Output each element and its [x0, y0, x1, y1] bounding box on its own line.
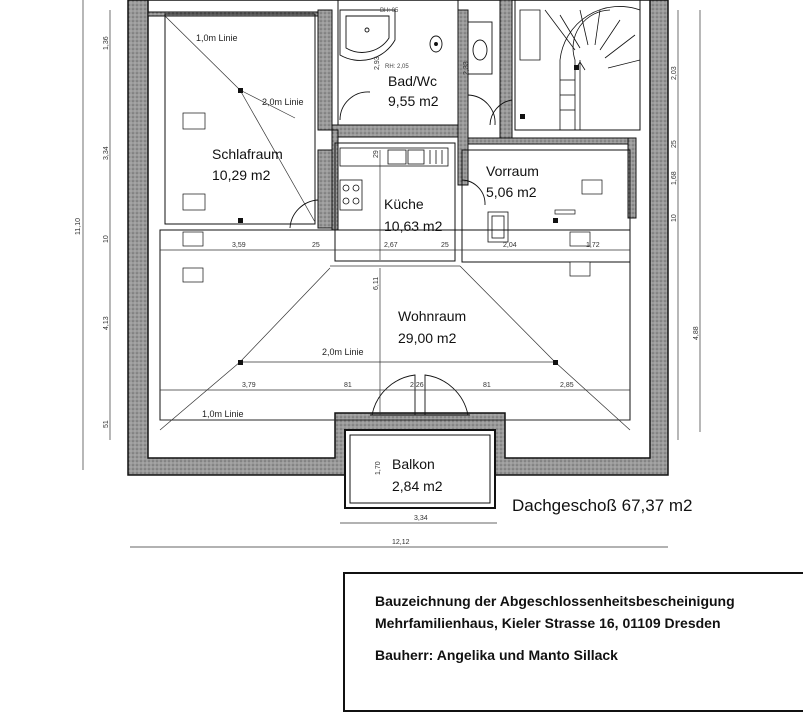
bad-bh: BH: 05: [380, 8, 399, 14]
bad-rh: RH: 2,05: [385, 64, 409, 70]
line-label-4: 1,0m Linie: [202, 409, 244, 419]
dim-vert-3: 2,33: [463, 61, 470, 75]
kueche-area: 10,63 m2: [384, 218, 443, 234]
dim-left-5: 4,13: [103, 316, 110, 330]
vorraum-name: Vorraum: [486, 163, 539, 179]
door-swings: [289, 91, 513, 416]
line-label-3: 2,0m Linie: [322, 347, 364, 357]
dim-inner2-3: 2,26: [410, 382, 424, 389]
schlafraum-area: 10,29 m2: [212, 167, 271, 183]
bath-fixtures: [339, 9, 493, 75]
dim-vert-5: 1,70: [375, 461, 382, 475]
dim-total-width: 12,12: [392, 539, 410, 546]
bad-name: Bad/Wc: [388, 73, 437, 89]
dim-left-4: 10: [103, 235, 110, 243]
roof-lines: [159, 15, 631, 431]
bad-area: 9,55 m2: [388, 93, 439, 109]
staircase: [519, 6, 641, 130]
kueche-name: Küche: [384, 196, 424, 212]
dim-inner1-3: 2,67: [384, 242, 398, 249]
dim-vert-4: 29: [373, 150, 380, 158]
balkon-name: Balkon: [392, 456, 435, 472]
dim-left-1: 1,36: [103, 36, 110, 50]
dim-vert-1: 6,11: [373, 277, 380, 290]
balkon-area: 2,84 m2: [392, 478, 443, 494]
dim-inner2-2: 81: [344, 382, 352, 389]
dim-balkon-width: 3,34: [414, 515, 428, 522]
ceiling-markers: [238, 65, 579, 365]
dim-inner2-1: 3,79: [242, 382, 256, 389]
dim-inner1-5: 2,04: [503, 242, 517, 249]
dim-right-1: 2,03: [671, 66, 678, 80]
dim-inner1-2: 25: [312, 242, 320, 249]
dim-inner1-4: 25: [441, 242, 449, 249]
dim-right-5: 4,88: [693, 326, 700, 340]
vorraum-area: 5,06 m2: [486, 184, 537, 200]
line-label-1: 1,0m Linie: [196, 33, 238, 43]
dimension-lines: [82, 0, 701, 548]
dim-inner1-6: 1,72: [586, 242, 600, 249]
line-label-2: 2,0m Linie: [262, 97, 304, 107]
dim-inner1-1: 3,59: [232, 242, 246, 249]
room-outlines: [159, 0, 641, 421]
wohnraum-area: 29,00 m2: [398, 330, 457, 346]
dim-right-4: 10: [671, 214, 678, 222]
title-line-3: Bauherr: Angelika und Manto Sillack: [375, 647, 618, 663]
dim-right-3: 1,68: [671, 171, 678, 185]
title-line-1: Bauzeichnung der Abgeschlossenheitsbesch…: [375, 593, 735, 609]
title-line-2: Mehrfamilienhaus, Kieler Strasse 16, 011…: [375, 615, 721, 631]
kitchen-fixtures: [339, 147, 509, 243]
dim-left-2: 3,34: [103, 146, 110, 160]
dim-inner2-4: 81: [483, 382, 491, 389]
dim-vert-2: 2,93: [374, 56, 381, 70]
title-block: Bauzeichnung der Abgeschlossenheitsbesch…: [343, 572, 803, 712]
wohnraum-name: Wohnraum: [398, 308, 466, 324]
balcony-outline: [344, 429, 496, 509]
furniture-markers: [182, 112, 603, 283]
dim-inner2-5: 2,85: [560, 382, 574, 389]
floor-area-total: Dachgeschoß 67,37 m2: [512, 496, 693, 515]
dim-left-3: 11,10: [75, 218, 82, 235]
dim-right-2: 25: [671, 140, 678, 148]
dim-left-6: 51: [103, 420, 110, 428]
schlafraum-name: Schlafraum: [212, 146, 283, 162]
